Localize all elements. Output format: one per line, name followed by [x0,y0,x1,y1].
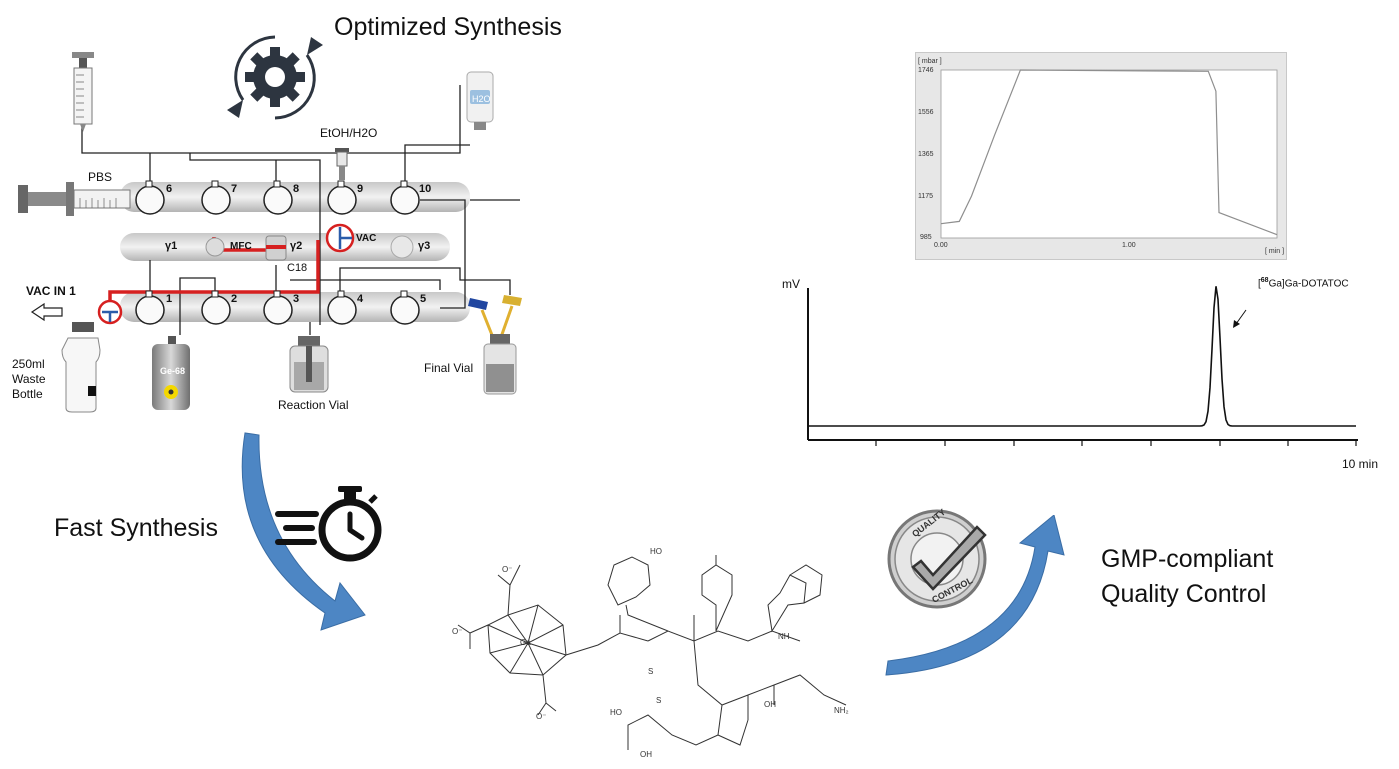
valve-10-label: 10 [419,183,432,195]
pressure-chart [940,69,1278,239]
molecule-o-minus-left: O⁻ [452,627,463,636]
waste-label-1: 250ml [12,357,45,371]
dotatoc-structure [457,555,847,750]
reaction-vial-label: Reaction Vial [278,398,349,412]
gmp-caption-line2: Quality Control [1101,580,1267,608]
pressure-xtick-1: 1.00 [1122,242,1136,249]
c18-label: C18 [287,262,308,274]
pressure-xtick-0: 0.00 [934,242,948,249]
peak-label-name: Ga]Ga-DOTATOC [1268,278,1349,290]
valve-2-label: 2 [231,293,238,305]
molecule-o-minus-top: O⁻ [502,565,513,574]
synthesis-module-diagram [18,52,522,413]
waste-label-2: Waste [12,372,46,386]
pbs-label: PBS [88,170,113,184]
water-bag-label: H2O [472,94,491,104]
molecule-s-label-1: S [648,667,654,676]
peak-label-bracket: [ [1258,278,1261,290]
stopwatch-icon [275,486,382,562]
gmp-caption-line1: GMP-compliant [1101,545,1274,573]
valve-4-label: 4 [357,293,364,305]
molecule-nh2-label: NH₂ [834,706,849,715]
quality-control-stamp-icon [887,509,987,609]
peak-label: [68Ga]Ga-DOTATOC [1258,277,1349,289]
waste-label-3: Bottle [12,387,43,401]
molecule-ho-bottom-label: HO [610,708,622,717]
fast-synthesis-caption: Fast Synthesis [54,514,218,542]
pressure-ytick-1365: 1365 [918,151,934,158]
pressure-ytick-1556: 1556 [918,109,934,116]
pressure-ytick-985: 985 [920,234,932,241]
pressure-unit-y: [ mbar ] [918,58,942,65]
molecule-ho-label: HO [650,547,662,556]
molecule-o-minus-bottom: O⁻ [536,712,547,721]
valve-5-label: 5 [420,293,427,305]
chromatogram-y-label: mV [782,277,800,291]
vac-label: VAC [356,233,377,244]
peak-label-isotope: 68 [1260,277,1269,284]
pressure-ytick-1746: 1746 [918,67,934,74]
up-arrow-icon [885,515,1065,676]
generator-label: Ge-68 [160,366,186,376]
gamma3-label: γ3 [418,240,431,252]
vac-in-label: VAC IN 1 [26,284,76,298]
valve-9-label: 9 [357,183,364,195]
valve-3-label: 3 [293,293,300,305]
gamma1-label: γ1 [165,240,178,252]
molecule-nh-label: NH [778,632,790,641]
optimized-synthesis-caption: Optimized Synthesis [334,13,562,41]
molecule-oh-label: OH [764,700,776,709]
chromatogram-x-end-label: 10 min [1342,457,1379,471]
valve-1-label: 1 [166,293,173,305]
down-arrow-icon [241,432,366,631]
gear-cycle-icon [227,35,323,120]
molecule-s-label-2: S [656,696,662,705]
molecule-oh-bottom-label: OH [640,750,652,759]
mfc-label: MFC [230,241,252,252]
ethanol-water-label: EtOH/H2O [320,126,378,140]
pressure-unit-x: [ min ] [1265,248,1285,255]
chromatogram-chart [807,286,1358,446]
valve-6-label: 6 [166,183,173,195]
valve-8-label: 8 [293,183,300,195]
molecule-ga-label: Ga [520,638,531,647]
pressure-ytick-1175: 1175 [918,193,934,200]
valve-7-label: 7 [231,183,238,195]
gamma2-label: γ2 [290,240,303,252]
final-vial-label: Final Vial [424,361,474,375]
chromatogram-trace [808,286,1356,427]
pressure-series-line [940,69,1278,236]
